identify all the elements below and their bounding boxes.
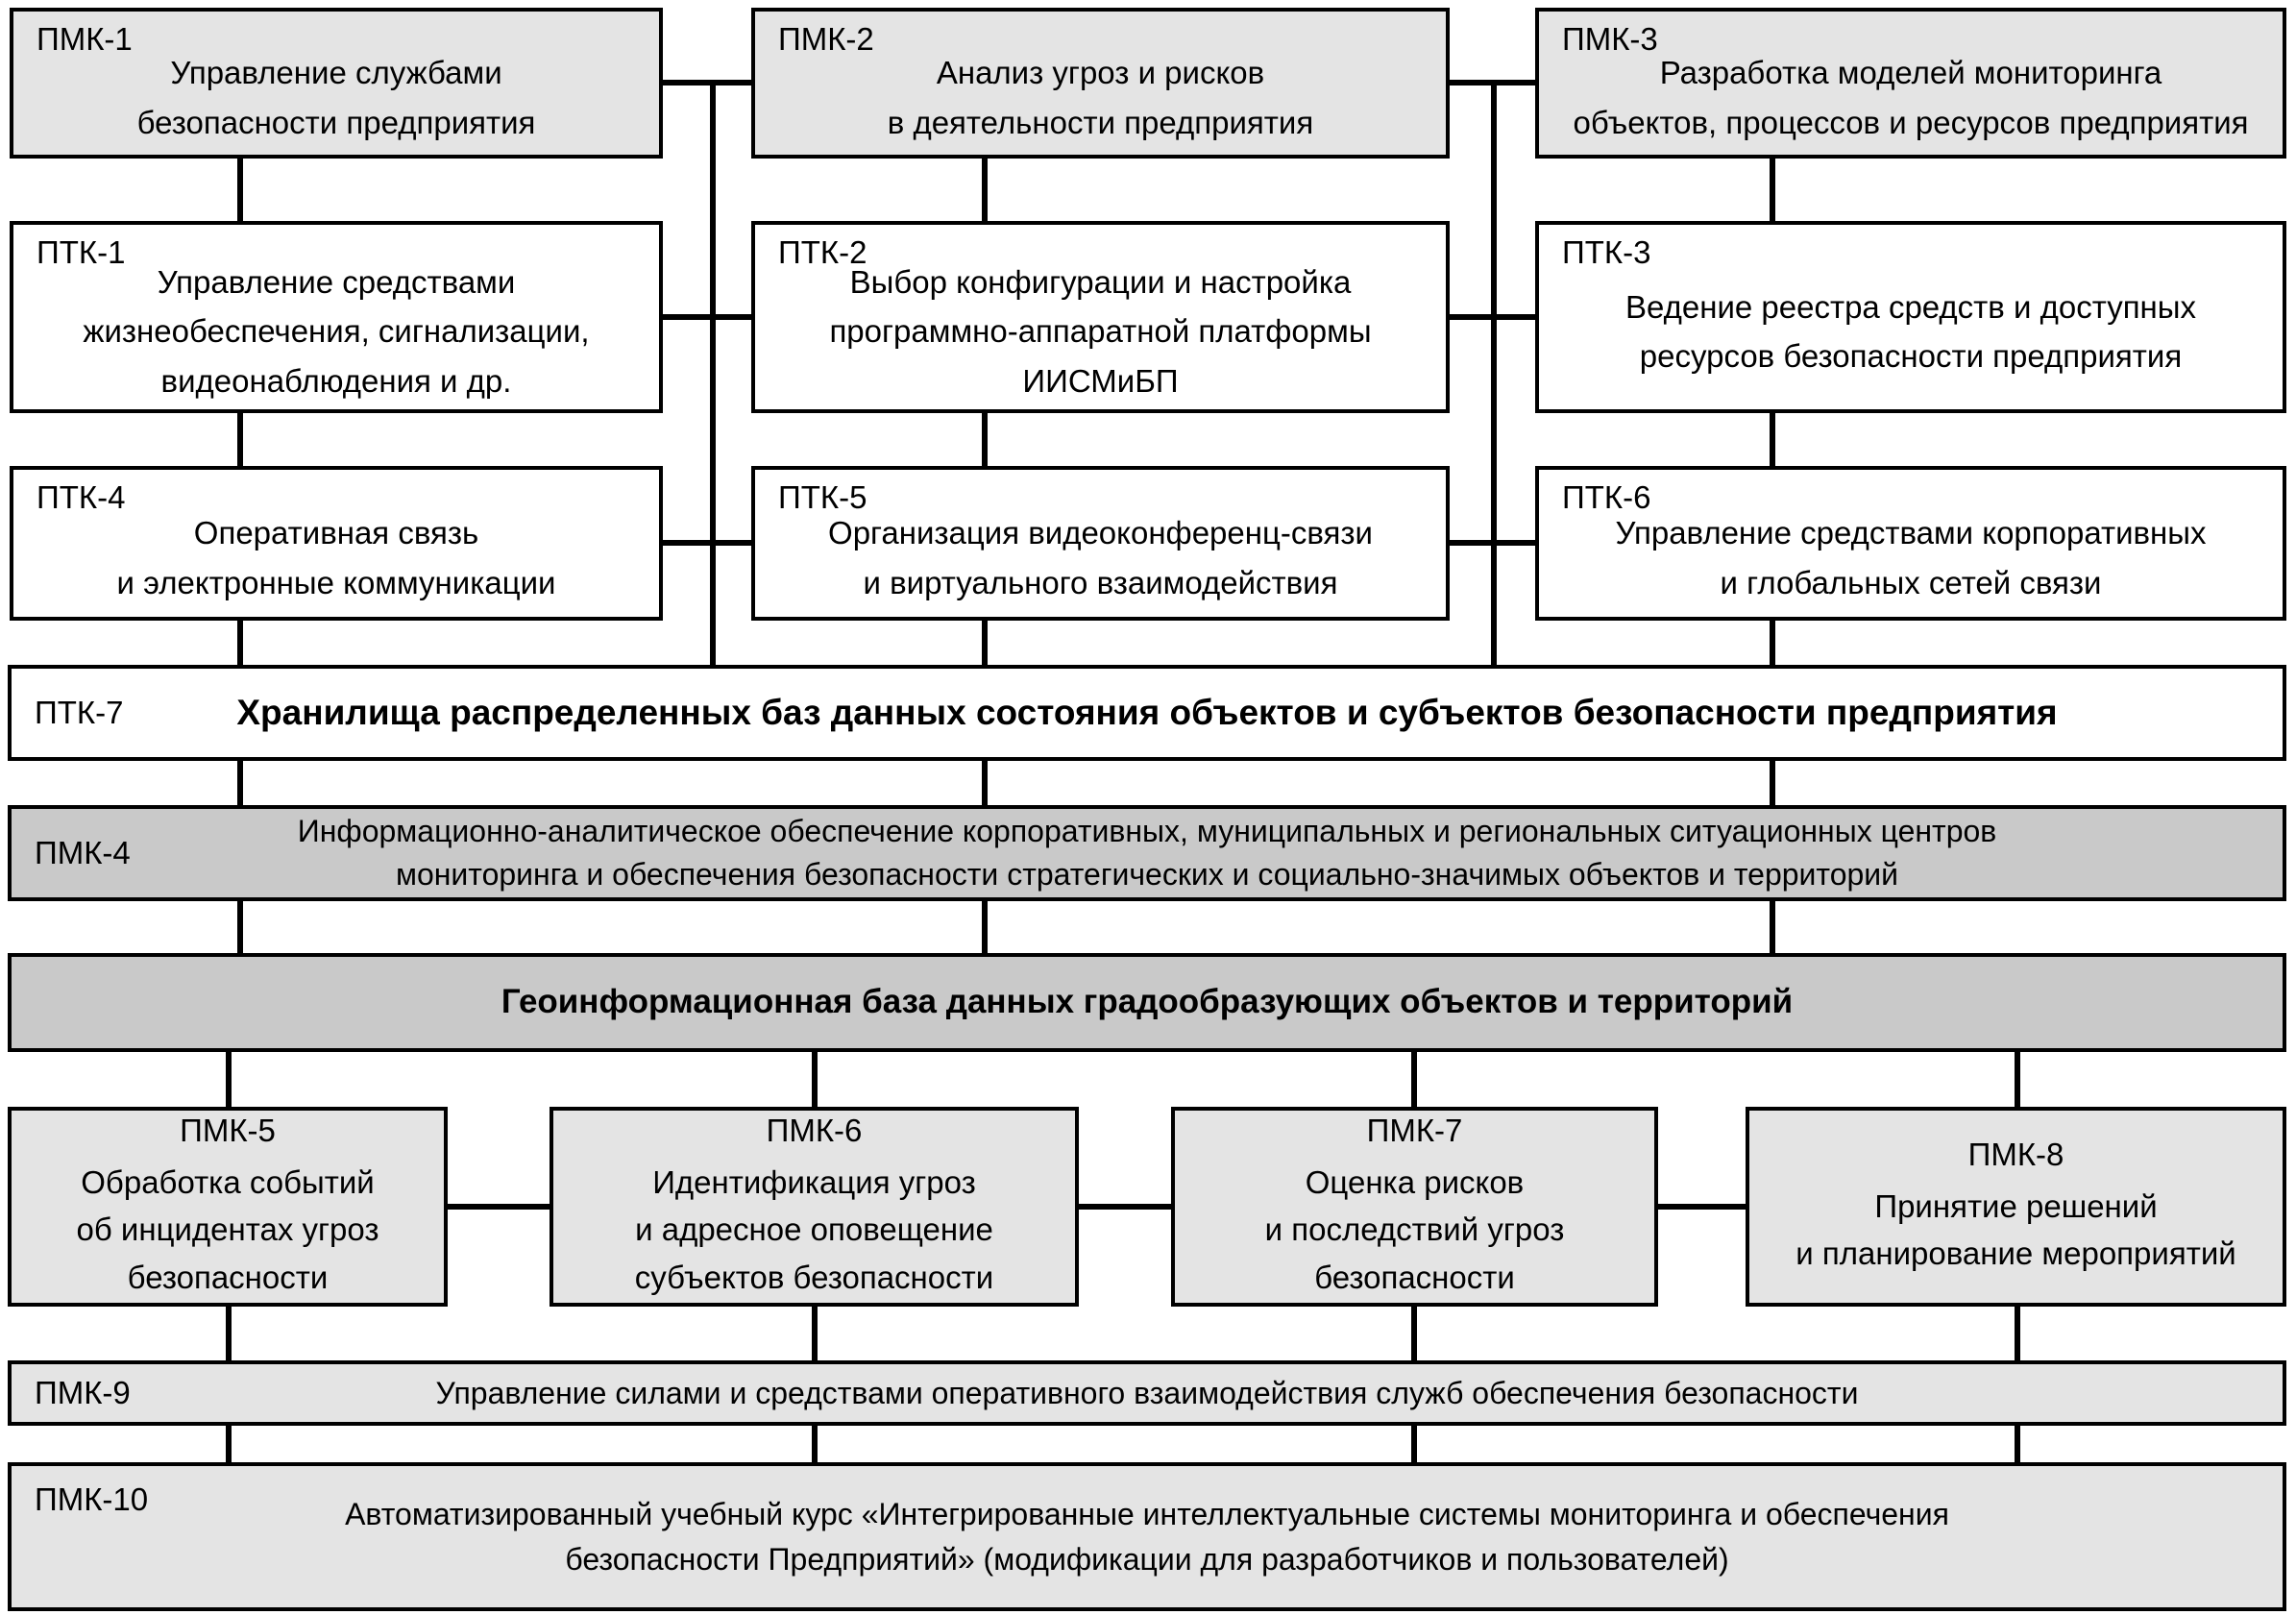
box-ptk-5-label: ПТК-5: [778, 479, 867, 515]
connector-line: [663, 80, 751, 86]
connector-line: [663, 540, 751, 546]
connector-line: [1450, 314, 1535, 320]
connector-line: [448, 1204, 550, 1210]
box-pmk-3: ПМК-3 Разработка моделей мониторинга объ…: [1535, 8, 2286, 159]
connector-line: [2015, 1426, 2020, 1462]
connector-line: [710, 80, 716, 665]
connector-line: [1770, 621, 1775, 665]
connector-line: [812, 1426, 818, 1462]
connector-line: [1450, 80, 1535, 86]
box-ptk-6-label: ПТК-6: [1562, 479, 1651, 515]
connector-line: [1450, 540, 1535, 546]
box-pmk-3-label: ПМК-3: [1562, 21, 1658, 57]
connector-line: [1770, 159, 1775, 221]
connector-line: [663, 314, 751, 320]
box-pmk-6-label: ПМК-6: [766, 1112, 863, 1148]
box-ptk-3-text: Ведение реестра средств и доступных ресу…: [1624, 288, 2197, 374]
box-pmk-6-text: Идентификация угроз и адресное оповещени…: [634, 1163, 994, 1295]
box-ptk-3-label: ПТК-3: [1562, 234, 1651, 270]
connector-line: [1770, 761, 1775, 805]
box-pmk-8-text: Принятие решений и планирование мероприя…: [1795, 1187, 2236, 1272]
box-pmk-8-label: ПМК-8: [1967, 1136, 2064, 1172]
box-ptk-7-label: ПТК-7: [35, 695, 124, 730]
connector-line: [237, 901, 243, 953]
connector-line: [1770, 901, 1775, 953]
connector-line: [812, 1307, 818, 1360]
box-pmk-7-text: Оценка рисков и последствий угроз безопа…: [1264, 1163, 1565, 1295]
box-pmk-10-label: ПМК-10: [35, 1481, 149, 1517]
box-ptk-7-text: Хранилища распределенных баз данных сост…: [236, 693, 2058, 733]
box-ptk-3: ПТК-3 Ведение реестра средств и доступны…: [1535, 221, 2286, 413]
connector-line: [1658, 1204, 1746, 1210]
connector-line: [982, 901, 988, 953]
connector-line: [982, 413, 988, 466]
connector-line: [226, 1052, 232, 1107]
box-pmk-1-label: ПМК-1: [37, 21, 133, 57]
box-pmk-7-label: ПМК-7: [1366, 1112, 1463, 1148]
connector-line: [237, 621, 243, 665]
box-pmk-9-text: Управление силами и средствами оперативн…: [435, 1375, 1859, 1410]
connector-line: [812, 1052, 818, 1107]
connector-line: [2015, 1307, 2020, 1360]
box-pmk-10-text: Автоматизированный учебный курс «Интегри…: [345, 1497, 1949, 1577]
box-ptk-4: ПТК-4 Оперативная связь и электронные ко…: [10, 466, 663, 621]
box-pmk-2-text: Анализ угроз и рисков в деятельности пре…: [887, 55, 1314, 140]
box-pmk-5: ПМК-5 Обработка событий об инцидентах уг…: [8, 1107, 448, 1307]
box-pmk-2: ПМК-2 Анализ угроз и рисков в деятельнос…: [751, 8, 1450, 159]
box-ptk-4-text: Оперативная связь и электронные коммуник…: [116, 515, 556, 600]
box-ptk-2: ПТК-2 Выбор конфигурации и настройка про…: [751, 221, 1450, 413]
box-pmk-9-label: ПМК-9: [35, 1375, 131, 1410]
box-ptk-6-text: Управление средствами корпоративных и гл…: [1615, 515, 2207, 600]
connector-line: [2015, 1052, 2020, 1107]
connector-line: [1079, 1204, 1171, 1210]
box-pmk-7: ПМК-7 Оценка рисков и последствий угроз …: [1171, 1107, 1658, 1307]
box-pmk-1: ПМК-1 Управление службами безопасности п…: [10, 8, 663, 159]
connector-line: [1411, 1307, 1417, 1360]
connector-line: [237, 413, 243, 466]
connector-line: [982, 159, 988, 221]
box-pmk-1-text: Управление службами безопасности предпри…: [136, 55, 536, 140]
box-pmk-2-label: ПМК-2: [778, 21, 874, 57]
box-ptk-6: ПТК-6 Управление средствами корпоративны…: [1535, 466, 2286, 621]
connector-line: [1411, 1052, 1417, 1107]
connector-line: [237, 159, 243, 221]
box-ptk-5: ПТК-5 Организация видеоконференц-связи и…: [751, 466, 1450, 621]
box-pmk-4-label: ПМК-4: [35, 835, 131, 870]
box-pmk-10: ПМК-10 Автоматизированный учебный курс «…: [8, 1462, 2286, 1611]
box-pmk-9: ПМК-9 Управление силами и средствами опе…: [8, 1360, 2286, 1426]
box-pmk-8: ПМК-8 Принятие решений и планирование ме…: [1746, 1107, 2286, 1307]
box-pmk-3-text: Разработка моделей мониторинга объектов,…: [1573, 55, 2249, 140]
box-pmk-5-text: Обработка событий об инцидентах угроз бе…: [76, 1163, 379, 1295]
box-geo-database-text: Геоинформационная база данных градообраз…: [501, 983, 1794, 1021]
box-ptk-7: ПТК-7 Хранилища распределенных баз данны…: [8, 665, 2286, 761]
box-ptk-1-label: ПТК-1: [37, 234, 126, 270]
box-pmk-4-text: Информационно-аналитическое обеспечение …: [297, 814, 1997, 892]
connector-line: [226, 1307, 232, 1360]
connector-line: [226, 1426, 232, 1462]
box-pmk-4: ПМК-4 Информационно-аналитическое обеспе…: [8, 805, 2286, 901]
box-pmk-5-label: ПМК-5: [180, 1112, 276, 1148]
box-ptk-4-label: ПТК-4: [37, 479, 126, 515]
box-geo-database: Геоинформационная база данных градообраз…: [8, 953, 2286, 1052]
connector-line: [1770, 413, 1775, 466]
connector-line: [1491, 80, 1497, 665]
connector-line: [982, 761, 988, 805]
box-ptk-1: ПТК-1 Управление средствами жизнеобеспеч…: [10, 221, 663, 413]
box-ptk-1-text: Управление средствами жизнеобеспечения, …: [83, 264, 590, 399]
box-pmk-6: ПМК-6 Идентификация угроз и адресное опо…: [550, 1107, 1079, 1307]
connector-line: [982, 621, 988, 665]
box-ptk-2-text: Выбор конфигурации и настройка программн…: [829, 264, 1372, 399]
box-ptk-2-label: ПТК-2: [778, 234, 867, 270]
connector-line: [237, 761, 243, 805]
connector-line: [1411, 1426, 1417, 1462]
box-ptk-5-text: Организация видеоконференц-связи и вирту…: [828, 515, 1373, 600]
